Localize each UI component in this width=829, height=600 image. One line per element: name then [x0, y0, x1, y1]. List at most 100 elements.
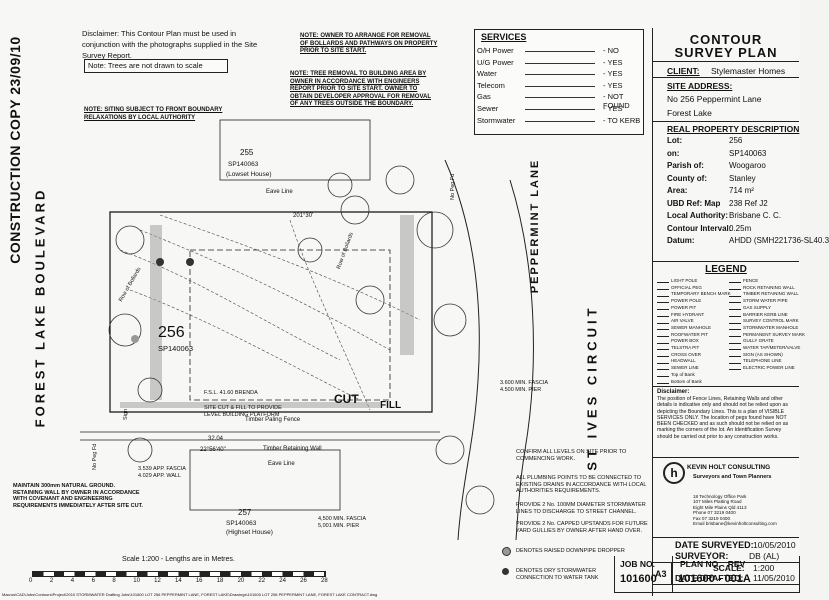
legend-item: HEADWALL — [657, 358, 696, 364]
legend-item: STORMWATER MANHOLE — [729, 325, 798, 331]
service-name: U/G Power — [477, 57, 514, 67]
owner-note: NOTE: OWNER TO ARRANGE FOR REMOVAL OF BO… — [300, 33, 438, 54]
legend-item: ROOFWATER PIT — [657, 332, 708, 337]
legend-item: OFFICIAL PEG — [657, 285, 702, 290]
scale-tick-label: 0 — [29, 578, 33, 584]
legend-item: GULLY GRATE — [729, 338, 774, 344]
construction-copy-stamp: CONSTRUCTION COPY 23/09/10 — [7, 36, 23, 264]
legend-label: POWER POLE — [671, 298, 702, 304]
legend-item: TEMPORARY BENCH MARK — [657, 291, 731, 297]
legend-symbol-icon — [729, 345, 741, 351]
sheet-size: A3 — [655, 569, 667, 579]
stormwater-note: PROVIDE 2 No. 100MM DIAMETER STORMWATER … — [516, 502, 646, 515]
legend-label: CROSS OVER — [671, 351, 702, 357]
services-title: SERVICES — [481, 32, 527, 42]
legend-symbol-icon — [729, 325, 741, 331]
legend-symbol-icon — [657, 352, 669, 357]
plumbing-note: ALL PLUMBING POINTS TO BE CONNECTED TO E… — [516, 475, 647, 494]
scale-value: 1:200 — [753, 563, 775, 573]
legend-symbol-icon — [729, 278, 741, 284]
legend-symbol-icon — [729, 319, 741, 324]
disclaimer-label: Disclaimer: — [657, 389, 690, 395]
legend-symbol-icon — [657, 278, 669, 284]
legend-item: AIR VALVE — [657, 318, 694, 324]
legend-item: BARRIER KERB LINE — [729, 312, 788, 317]
legend-label: PERMANENT SURVEY MARK — [743, 331, 806, 337]
upstand-note: PROVIDE 2 No. CAPPED UPSTANDS FOR FUTURE… — [516, 521, 648, 534]
legend-symbol-icon — [657, 285, 669, 290]
service-name: Sewer — [477, 104, 499, 113]
property-key: Datum: — [667, 236, 695, 245]
legend-item: SEWER LINE — [657, 365, 699, 371]
legend-item: Top of Bank — [657, 372, 695, 378]
dropper-note: DENOTES RAISED DOWNPIPE DROPPER — [516, 548, 625, 554]
legend-label: BARRIER KERB LINE — [743, 311, 788, 317]
legend-symbol-icon — [729, 298, 741, 304]
service-value: - YES — [603, 104, 623, 113]
legend-label: TEMPORARY BENCH MARK — [671, 291, 731, 297]
legend-symbol-icon — [657, 372, 669, 378]
scale-tick-label: 12 — [154, 578, 161, 584]
legend-symbol-icon — [729, 339, 741, 344]
confirm-levels-note: CONFIRM ALL LEVELS ON SITE PRIOR TO COMM… — [516, 449, 627, 462]
company-address-line: Email brisbane@kevinholtconsulting.com — [693, 521, 777, 527]
siting-note: NOTE: SITING SUBJECT TO FRONT BOUNDARY R… — [84, 107, 223, 121]
street-name-peppermint: PEPPERMINT LANE — [529, 158, 541, 294]
lot255-number: 255 — [240, 148, 254, 157]
service-name: O/H Power — [477, 46, 514, 55]
legend-symbol-icon — [657, 332, 669, 337]
property-value: Stanley — [729, 173, 756, 183]
scale-label: SCALE: — [713, 563, 745, 573]
legend-item: SURVEY CONTROL MARK — [729, 318, 799, 324]
dimension-2: 22°56'40" — [200, 447, 226, 453]
property-key: Local Authority: — [667, 211, 729, 220]
dimension-1: 32.04 — [208, 436, 224, 442]
legend-label: STORM WATER PIPE — [743, 298, 788, 304]
company-logo: h — [663, 462, 685, 484]
legend-label: ROOFWATER PIT — [671, 331, 708, 337]
service-name: Telecom — [477, 80, 505, 90]
legend-symbol-icon — [657, 292, 669, 297]
service-line-symbol — [525, 120, 595, 122]
legend-label: TIMBER RETAINING WALL — [743, 291, 799, 297]
surveyor-label: SURVEYOR: — [675, 551, 729, 561]
fascia-right-1: 3.600 MIN. FASCIA — [500, 380, 548, 386]
property-value: 0.25m — [729, 223, 752, 233]
service-name: Water — [477, 69, 497, 79]
service-value: - YES — [603, 57, 623, 67]
service-row: O/H Power- NO — [475, 46, 641, 57]
date-drafted-value: 11/05/2010 — [753, 573, 795, 583]
timber-fence-label: Timber Paling Fence — [245, 417, 301, 423]
legend-label: FENCE — [743, 278, 759, 283]
legend-symbol-icon — [657, 359, 669, 364]
legend-label: GAS SUPPLY — [743, 304, 772, 310]
fascia-left-2: 4.029 APP. WALL — [138, 473, 182, 479]
service-row: Telecom- YES — [475, 81, 641, 92]
trees-note: Note: Trees are not drawn to scale — [84, 59, 228, 73]
legend-item: PERMANENT SURVEY MARK — [729, 332, 805, 337]
property-value: SP140063 — [729, 148, 767, 158]
property-value: AHDD (SMH221736-SL40.3 — [729, 236, 829, 245]
maintain-note: MAINTAIN 300mm NATURAL GROUND. RETAINING… — [13, 483, 143, 509]
fill-label: FILL — [380, 400, 402, 411]
service-line-symbol — [525, 74, 595, 76]
legend-label: AIR VALVE — [671, 318, 694, 324]
lot255-sp: SP140063 — [228, 161, 259, 168]
scale-tick-label: 18 — [216, 578, 224, 584]
legend-symbol-icon — [657, 345, 669, 351]
scale-tick-label: 14 — [175, 578, 182, 584]
service-row: Water- YES — [475, 69, 641, 80]
timber-wall-label: Timber Retaining Wall — [263, 446, 322, 452]
scale-tick-label: 28 — [321, 578, 328, 584]
legend-item: SEWER MANHOLE — [657, 324, 712, 331]
cut-label: CUT — [334, 392, 359, 406]
service-value: - NOT FOUND — [603, 92, 630, 111]
dimension-3: 201°30' — [293, 213, 314, 219]
legend-item: SIGN (AS SHOWN) — [729, 352, 783, 357]
service-line-symbol — [525, 109, 595, 110]
legend-label: SEWER MANHOLE — [671, 324, 712, 330]
no-peg-fd-1: No Peg Fd — [92, 443, 98, 470]
legend-title: LEGEND — [705, 264, 747, 275]
legend-symbol-icon — [657, 312, 669, 317]
